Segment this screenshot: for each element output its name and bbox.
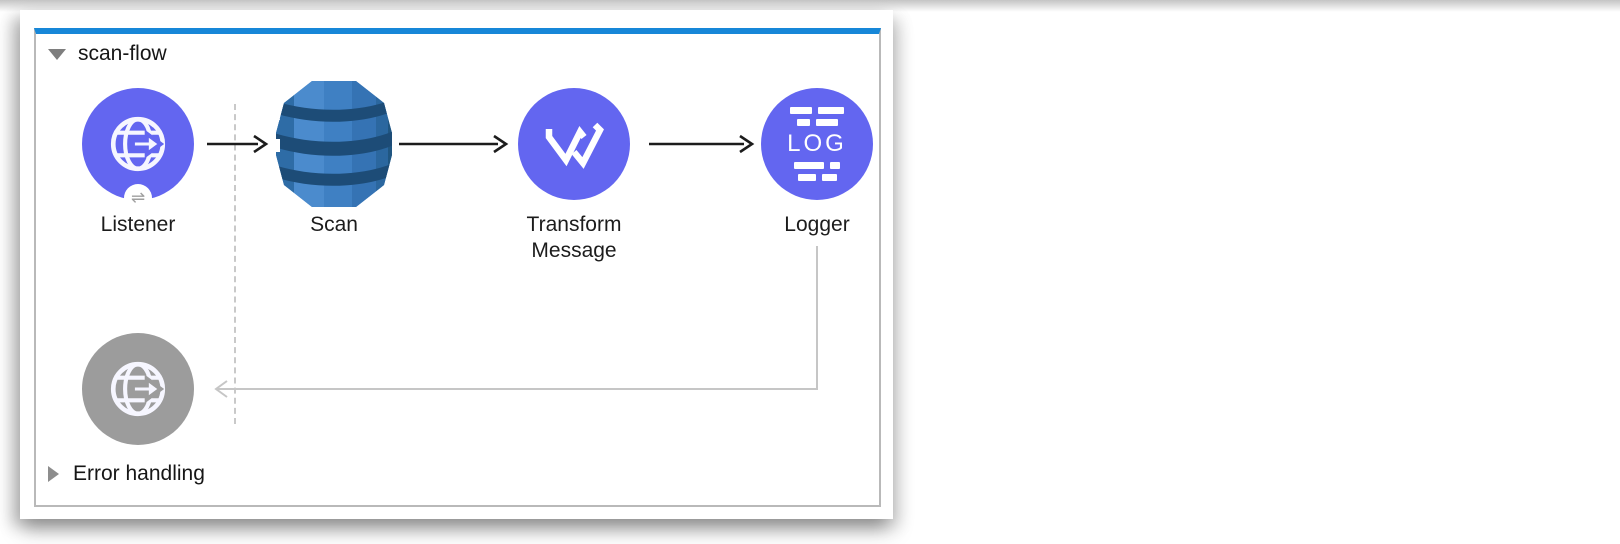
node-label: Transform Message — [526, 213, 622, 262]
dataweave-icon — [545, 122, 604, 169]
http-listener-badge: ⇌ — [124, 184, 152, 212]
node-http-response-inactive[interactable] — [82, 333, 194, 445]
node-label: Listener — [100, 213, 176, 236]
http-globe-arrow-icon — [110, 361, 166, 417]
http-globe-arrow-icon — [110, 116, 166, 172]
log-lines-icon: LOG — [787, 107, 847, 181]
listener-circle[interactable] — [82, 88, 194, 200]
flow-container: scan-flow ⇌ Listener — [34, 28, 881, 507]
error-return-connector — [214, 246, 818, 398]
top-toolbar-shadow — [0, 0, 1620, 12]
dynamodb-database-icon — [276, 81, 392, 207]
node-label: Scan — [310, 213, 358, 236]
error-handling-section[interactable]: Error handling — [48, 462, 205, 486]
flow-arrow — [207, 134, 269, 154]
flow-arrow — [399, 134, 509, 154]
node-label: Logger — [784, 213, 850, 236]
flow-title: scan-flow — [78, 42, 167, 65]
transform-circle[interactable] — [518, 88, 630, 200]
expand-triangle-icon[interactable] — [48, 466, 59, 482]
node-listener[interactable]: ⇌ Listener — [82, 88, 194, 236]
collapse-triangle-icon[interactable] — [48, 48, 66, 60]
node-scan[interactable]: Scan — [272, 79, 396, 236]
flow-canvas-panel: scan-flow ⇌ Listener — [20, 10, 893, 519]
node-transform-message[interactable]: Transform Message — [518, 88, 630, 262]
inactive-circle[interactable] — [82, 333, 194, 445]
logger-circle[interactable]: LOG — [761, 88, 873, 200]
source-scope-divider — [234, 104, 236, 424]
flow-header[interactable]: scan-flow — [48, 42, 167, 66]
flow-arrow — [649, 134, 755, 154]
node-logger[interactable]: LOG Logger — [761, 88, 873, 236]
error-handling-label: Error handling — [73, 462, 205, 485]
log-text: LOG — [787, 130, 847, 157]
